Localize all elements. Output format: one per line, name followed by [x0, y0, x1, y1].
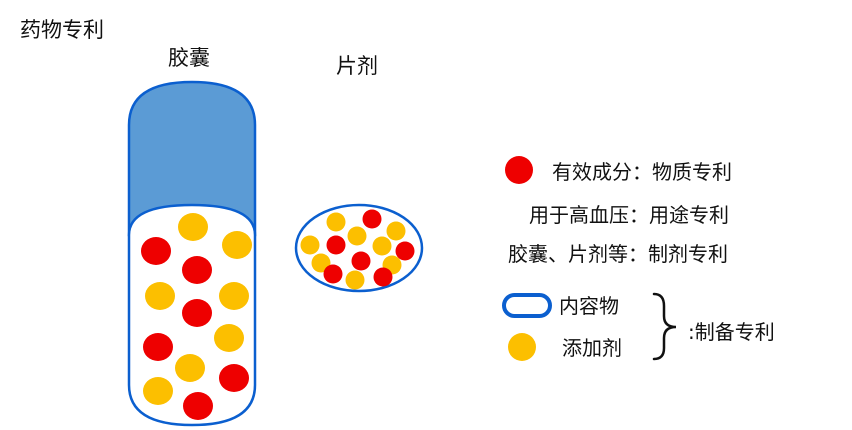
- active-ingredient-dot: [183, 392, 213, 420]
- additive-dot: [345, 270, 365, 290]
- active-ingredient-dot: [219, 364, 249, 392]
- active-ingredient-dot: [351, 251, 371, 271]
- legend-additive: 添加剂: [562, 336, 622, 360]
- curly-brace: [652, 292, 677, 361]
- legend-active-ingredient: 有效成分：物质专利: [552, 160, 732, 184]
- active-ingredient-dot: [326, 235, 346, 255]
- additive-dot: [178, 213, 208, 241]
- additive-dot: [222, 231, 252, 259]
- additive-dot: [219, 282, 249, 310]
- active-ingredient-dot: [323, 264, 343, 284]
- legend-yellow-dot: [508, 333, 536, 361]
- capsule-contents: [141, 213, 252, 420]
- active-ingredient-dot: [373, 267, 393, 287]
- additive-dot: [214, 324, 244, 352]
- additive-dot: [300, 235, 320, 255]
- page-title: 药物专利: [20, 18, 104, 42]
- legend-content-capsule-icon: [502, 293, 552, 318]
- additive-dot: [175, 354, 205, 382]
- active-ingredient-dot: [143, 333, 173, 361]
- additive-dot: [143, 377, 173, 405]
- legend-use-patent: 用于高血压：用途专利: [529, 203, 729, 227]
- active-ingredient-dot: [182, 256, 212, 284]
- active-ingredient-dot: [395, 241, 415, 261]
- additive-dot: [347, 226, 367, 246]
- additive-dot: [386, 221, 406, 241]
- tablet-label: 片剂: [336, 54, 378, 78]
- legend-form-patent: 胶囊、片剂等：制剂专利: [508, 242, 728, 266]
- tablet-contents: [300, 209, 415, 290]
- additive-dot: [326, 212, 346, 232]
- active-ingredient-dot: [362, 209, 382, 229]
- legend-red-dot: [505, 156, 533, 184]
- legend-prep-patent: :制备专利: [688, 320, 775, 344]
- legend-content: 内容物: [559, 294, 619, 318]
- additive-dot: [372, 236, 392, 256]
- capsule-cap: [127, 80, 257, 237]
- active-ingredient-dot: [141, 237, 171, 265]
- additive-dot: [311, 253, 331, 273]
- additive-dot: [145, 282, 175, 310]
- capsule-label: 胶囊: [168, 46, 210, 70]
- active-ingredient-dot: [182, 299, 212, 327]
